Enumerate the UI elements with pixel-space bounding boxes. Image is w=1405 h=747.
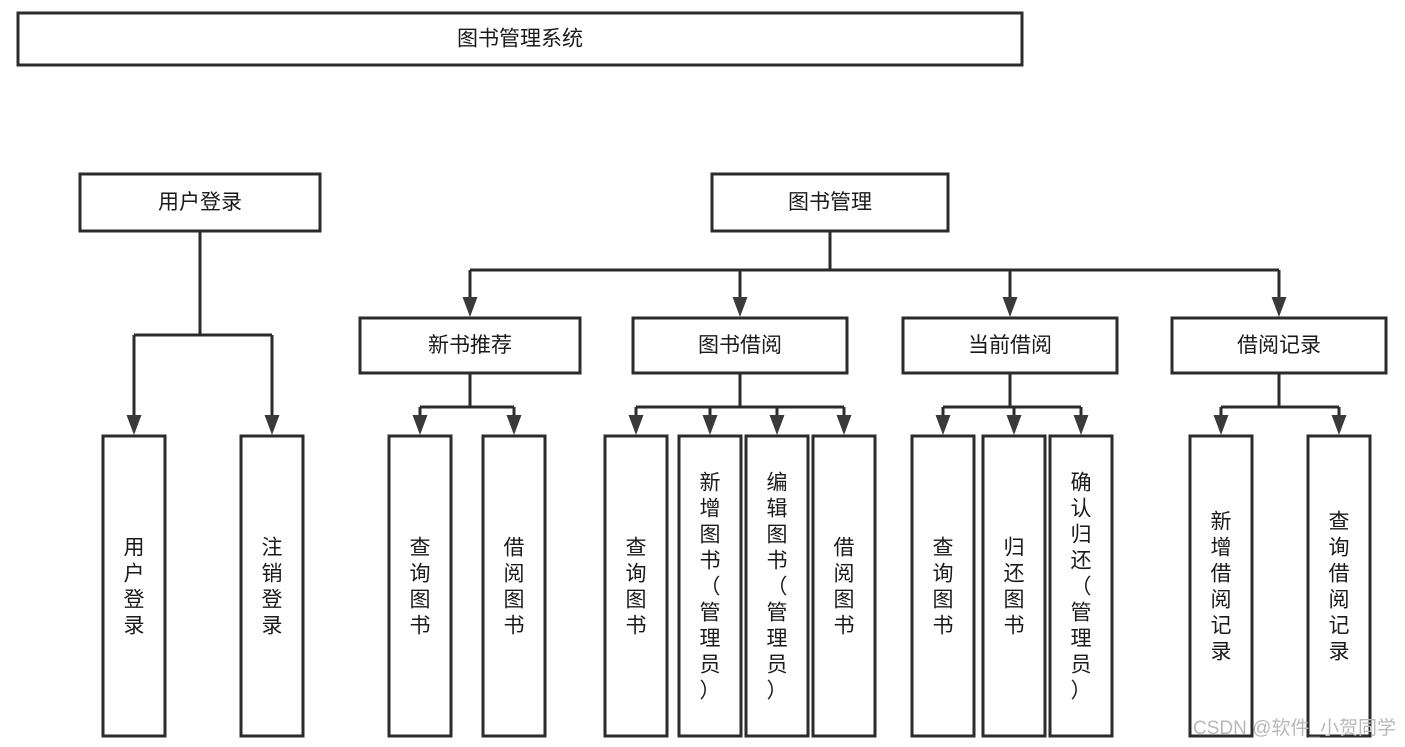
node-user-login-box[interactable] [78, 172, 322, 233]
node-book-borrow-box[interactable] [631, 316, 849, 375]
node-leaf-query-book-current-box[interactable] [910, 434, 976, 738]
node-book-manage-label: 图书管理 [788, 191, 872, 214]
node-leaf-edit-book-admin-label: 编辑图书（管理员） [767, 471, 788, 702]
node-leaf-confirm-return-admin[interactable]: 确认归还（管理员） [1048, 434, 1114, 738]
connector-borrow-record [1213, 373, 1347, 435]
node-leaf-confirm-return-admin-box[interactable] [1048, 434, 1114, 738]
node-leaf-logout[interactable]: 注销登录 [239, 434, 305, 738]
node-leaf-add-borrow-record-label: 新增借阅记录 [1211, 510, 1232, 663]
node-leaf-logout-box[interactable] [239, 434, 305, 738]
node-leaf-query-book-recommend[interactable]: 查询图书 [387, 434, 453, 738]
node-leaf-logout-label: 注销登录 [262, 536, 283, 637]
node-leaf-edit-book-admin-box[interactable] [744, 434, 810, 738]
node-leaf-return-book[interactable]: 归还图书 [981, 434, 1047, 738]
node-leaf-borrow-book-recommend-label: 借阅图书 [504, 536, 525, 637]
node-user-login-label: 用户登录 [158, 191, 242, 214]
node-leaf-add-borrow-record[interactable]: 新增借阅记录 [1188, 434, 1254, 738]
node-current-borrow-label: 当前借阅 [968, 334, 1052, 357]
node-leaf-query-book-current[interactable]: 查询图书 [910, 434, 976, 738]
node-user-login[interactable]: 用户登录 [78, 172, 322, 233]
node-leaf-add-book-admin-label: 新增图书（管理员） [700, 471, 721, 702]
node-leaf-return-book-label: 归还图书 [1004, 536, 1025, 637]
node-leaf-query-book-recommend-label: 查询图书 [410, 536, 431, 637]
node-leaf-borrow-book-label: 借阅图书 [834, 536, 855, 637]
node-leaf-confirm-return-admin-label: 确认归还（管理员） [1071, 471, 1092, 702]
node-leaf-query-book-borrow-label: 查询图书 [626, 536, 647, 637]
node-leaf-borrow-book-recommend-box[interactable] [481, 434, 547, 738]
csdn-watermark: CSDN @软件_小贺同学 [1193, 717, 1396, 739]
node-new-book-recommend-box[interactable] [358, 316, 582, 375]
node-borrow-record-box[interactable] [1170, 316, 1388, 375]
connector-current-borrow [935, 373, 1089, 435]
node-borrow-record-label: 借阅记录 [1237, 334, 1321, 357]
node-root[interactable]: 图书管理系统 [16, 11, 1024, 67]
node-current-borrow-box[interactable] [901, 316, 1119, 375]
node-root-label: 图书管理系统 [457, 28, 583, 51]
node-borrow-record[interactable]: 借阅记录 [1170, 316, 1388, 375]
node-leaf-query-book-borrow[interactable]: 查询图书 [603, 434, 669, 738]
node-new-book-recommend[interactable]: 新书推荐 [358, 316, 582, 375]
node-book-manage[interactable]: 图书管理 [710, 172, 950, 233]
node-leaf-add-borrow-record-box[interactable] [1188, 434, 1254, 738]
connector-user-login [126, 231, 280, 435]
connector-new-book-recommend [412, 373, 522, 435]
node-book-borrow[interactable]: 图书借阅 [631, 316, 849, 375]
node-leaf-borrow-book-recommend[interactable]: 借阅图书 [481, 434, 547, 738]
node-leaf-borrow-book[interactable]: 借阅图书 [811, 434, 877, 738]
node-leaf-query-book-borrow-box[interactable] [603, 434, 669, 738]
node-leaf-user-login-box[interactable] [101, 434, 167, 738]
connector-book-manage [462, 231, 1287, 317]
node-leaf-query-borrow-record-label: 查询借阅记录 [1329, 510, 1350, 663]
node-leaf-add-book-admin[interactable]: 新增图书（管理员） [677, 434, 743, 738]
node-root-box[interactable] [16, 11, 1024, 67]
node-book-manage-box[interactable] [710, 172, 950, 233]
node-leaf-query-borrow-record-box[interactable] [1306, 434, 1372, 738]
node-new-book-recommend-label: 新书推荐 [428, 334, 512, 357]
node-leaf-user-login-label: 用户登录 [124, 536, 145, 637]
node-leaf-return-book-box[interactable] [981, 434, 1047, 738]
node-leaf-add-book-admin-box[interactable] [677, 434, 743, 738]
node-leaf-edit-book-admin[interactable]: 编辑图书（管理员） [744, 434, 810, 738]
node-leaf-query-book-recommend-box[interactable] [387, 434, 453, 738]
node-leaf-user-login[interactable]: 用户登录 [101, 434, 167, 738]
node-current-borrow[interactable]: 当前借阅 [901, 316, 1119, 375]
node-leaf-borrow-book-box[interactable] [811, 434, 877, 738]
node-layer: 图书管理系统用户登录图书管理新书推荐图书借阅当前借阅借阅记录用户登录注销登录查询… [16, 11, 1388, 738]
connector-layer [126, 231, 1347, 435]
node-leaf-query-book-current-label: 查询图书 [933, 536, 954, 637]
node-book-borrow-label: 图书借阅 [698, 334, 782, 357]
node-leaf-query-borrow-record[interactable]: 查询借阅记录 [1306, 434, 1372, 738]
connector-book-borrow [628, 373, 852, 435]
